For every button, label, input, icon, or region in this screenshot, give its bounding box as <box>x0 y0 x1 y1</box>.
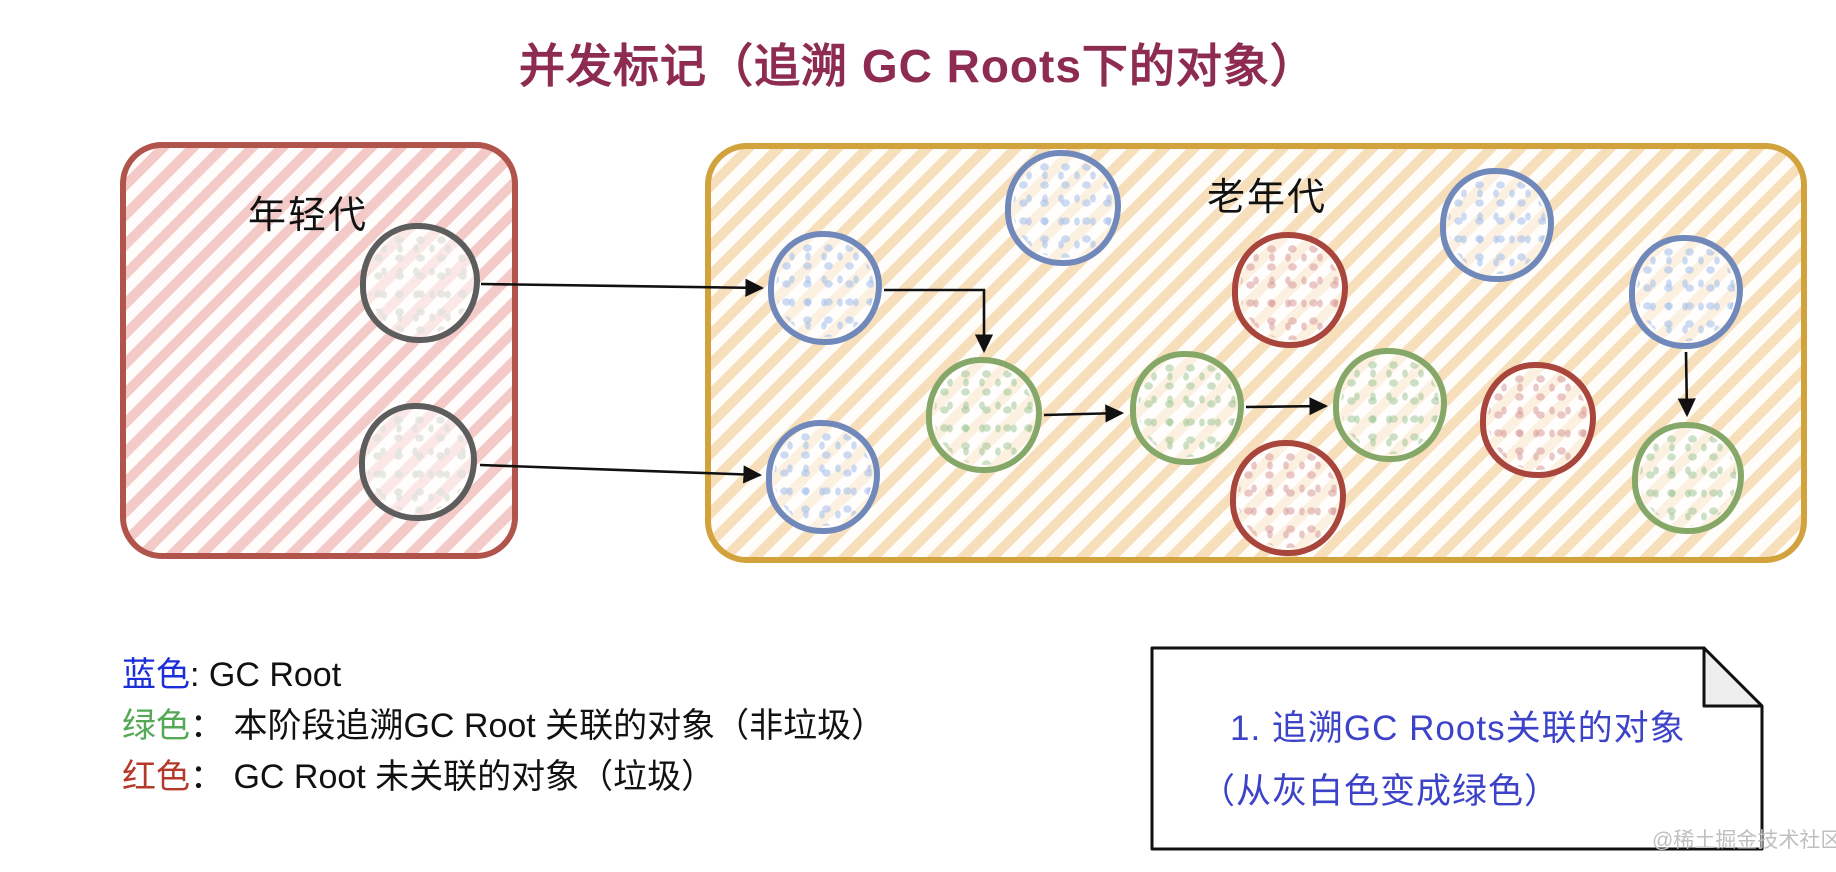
green-speckle-fill <box>934 365 1034 465</box>
legend-item-1: 绿色： 本阶段追溯GC Root 关联的对象（非垃圾） <box>122 701 885 752</box>
legend-term-1: 绿色 <box>122 707 190 745</box>
root-2-object <box>766 420 880 534</box>
blue-speckle-fill <box>774 428 872 526</box>
note-line-2: （从灰白色变成绿色） <box>1200 772 1561 811</box>
legend-term-0: 蓝色 <box>122 656 190 694</box>
young-2-object <box>359 403 477 521</box>
red-speckle-fill <box>1240 240 1340 340</box>
legend-desc-2: ： GC Root 未关联的对象（垃圾） <box>190 758 716 796</box>
marked-4-object <box>1632 422 1744 534</box>
page-title: 并发标记（追溯 GC Roots下的对象） <box>519 40 1317 92</box>
note-folded-corner <box>1702 646 1764 708</box>
blue-speckle-fill <box>1448 176 1546 274</box>
red-speckle-fill <box>1488 370 1588 470</box>
young-generation-label: 年轻代 <box>248 195 369 237</box>
marked-3-object <box>1333 348 1447 462</box>
marked-1-object <box>926 357 1042 473</box>
green-speckle-fill <box>1341 356 1439 454</box>
legend-term-2: 红色 <box>122 758 190 796</box>
old-generation-label: 老年代 <box>1207 177 1328 219</box>
legend-desc-0: : GC Root <box>190 656 342 694</box>
garbage-3-object <box>1230 440 1346 556</box>
garbage-1-object <box>1232 232 1348 348</box>
red-speckle-fill <box>1238 448 1338 548</box>
root-4-object <box>1440 168 1554 282</box>
legend-item-2: 红色： GC Root 未关联的对象（垃圾） <box>122 752 885 803</box>
green-speckle-fill <box>1640 430 1736 526</box>
root-1-object <box>768 231 882 345</box>
gray-speckle-fill <box>367 411 469 513</box>
watermark: @稀土掘金技术社区 <box>1652 829 1836 852</box>
blue-speckle-fill <box>776 239 874 337</box>
legend-item-0: 蓝色: GC Root <box>122 650 885 701</box>
root-5-object <box>1629 235 1743 349</box>
green-speckle-fill <box>1138 359 1236 457</box>
blue-speckle-fill <box>1637 243 1735 341</box>
young-generation-box <box>120 142 518 559</box>
note-line-1: 1. 追溯GC Roots关联的对象 <box>1230 709 1686 748</box>
legend-desc-1: ： 本阶段追溯GC Root 关联的对象（非垃圾） <box>190 707 886 745</box>
marked-2-object <box>1130 351 1244 465</box>
gray-speckle-fill <box>368 231 472 335</box>
young-1-object <box>360 223 480 343</box>
root-3-object <box>1005 150 1121 266</box>
blue-speckle-fill <box>1013 158 1113 258</box>
garbage-2-object <box>1480 362 1596 478</box>
